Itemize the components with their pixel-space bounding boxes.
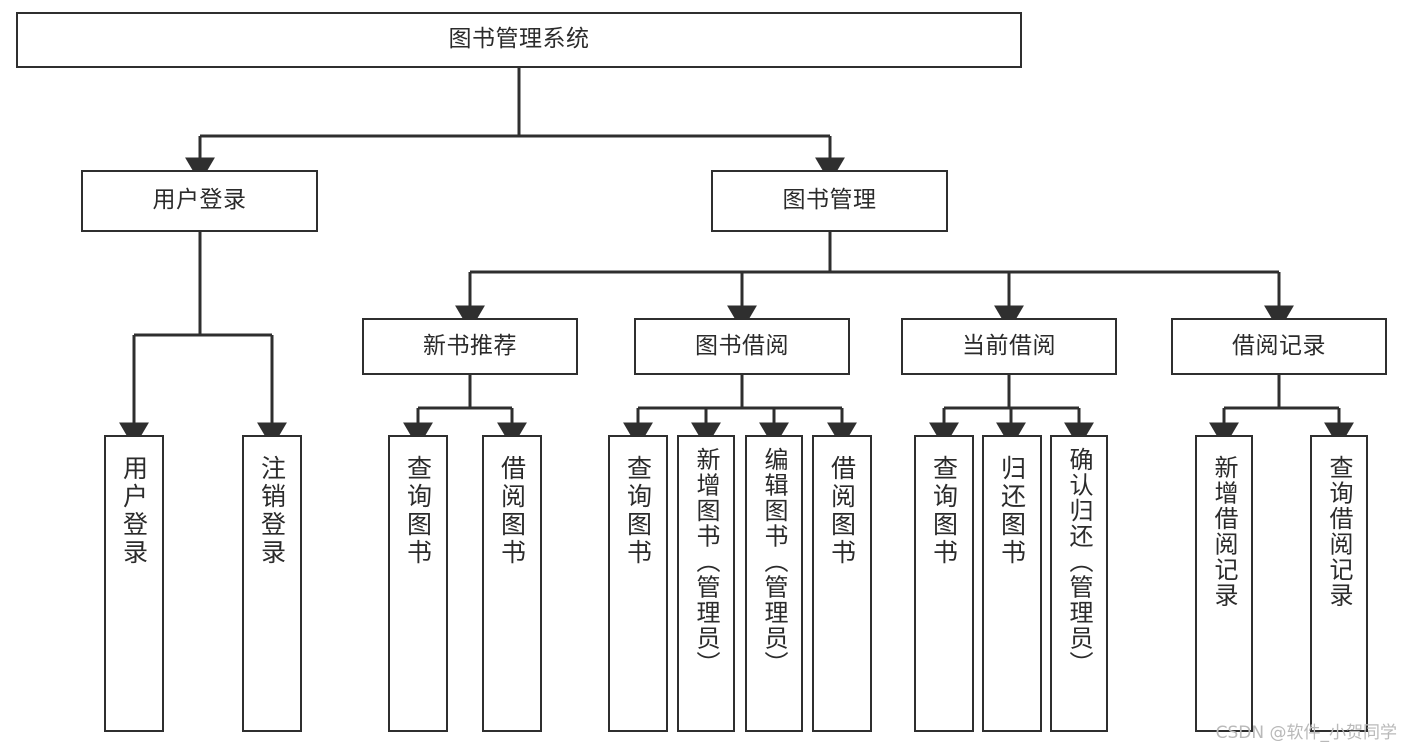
leaf-add-record[interactable]: 新增借阅记录	[1195, 435, 1253, 732]
leaf-query-book-1-label: 查询图书	[403, 455, 433, 567]
leaf-confirm-return[interactable]: 确认归还（管理员）	[1050, 435, 1108, 732]
leaf-add-book-label: 新增图书（管理员）	[692, 447, 720, 677]
leaf-borrow-book-1[interactable]: 借阅图书	[482, 435, 542, 732]
node-new-book-rec-label: 新书推荐	[423, 332, 517, 359]
node-book-manage[interactable]: 图书管理	[711, 170, 948, 232]
node-new-book-rec[interactable]: 新书推荐	[362, 318, 578, 375]
leaf-query-record[interactable]: 查询借阅记录	[1310, 435, 1368, 732]
leaf-return-book-label: 归还图书	[997, 455, 1027, 567]
node-borrow-record-label: 借阅记录	[1232, 332, 1326, 359]
leaf-add-record-label: 新增借阅记录	[1210, 455, 1238, 608]
leaf-logout-label: 注销登录	[257, 455, 287, 567]
leaf-query-record-label: 查询借阅记录	[1325, 455, 1353, 608]
leaf-edit-book-label: 编辑图书（管理员）	[760, 447, 788, 677]
leaf-add-book[interactable]: 新增图书（管理员）	[677, 435, 735, 732]
watermark-text: CSDN @软件_小贺同学	[1215, 723, 1397, 743]
leaf-return-book[interactable]: 归还图书	[982, 435, 1042, 732]
leaf-user-login[interactable]: 用户登录	[104, 435, 164, 732]
leaf-borrow-book-2[interactable]: 借阅图书	[812, 435, 872, 732]
leaf-borrow-book-1-label: 借阅图书	[497, 455, 527, 567]
node-root[interactable]: 图书管理系统	[16, 12, 1022, 68]
node-root-label: 图书管理系统	[448, 26, 590, 53]
leaf-query-book-3-label: 查询图书	[929, 455, 959, 567]
leaf-query-book-2-label: 查询图书	[623, 455, 653, 567]
node-current-borrow[interactable]: 当前借阅	[901, 318, 1117, 375]
node-user-login[interactable]: 用户登录	[81, 170, 318, 232]
leaf-borrow-book-2-label: 借阅图书	[827, 455, 857, 567]
leaf-confirm-return-label: 确认归还（管理员）	[1065, 447, 1093, 677]
node-user-login-label: 用户登录	[152, 187, 247, 214]
leaf-logout[interactable]: 注销登录	[242, 435, 302, 732]
leaf-user-login-label: 用户登录	[119, 455, 149, 567]
node-book-manage-label: 图书管理	[782, 187, 877, 214]
leaf-query-book-2[interactable]: 查询图书	[608, 435, 668, 732]
leaf-query-book-1[interactable]: 查询图书	[388, 435, 448, 732]
node-book-borrow-label: 图书借阅	[695, 332, 789, 359]
node-borrow-record[interactable]: 借阅记录	[1171, 318, 1387, 375]
node-current-borrow-label: 当前借阅	[962, 332, 1056, 359]
leaf-query-book-3[interactable]: 查询图书	[914, 435, 974, 732]
node-book-borrow[interactable]: 图书借阅	[634, 318, 850, 375]
leaf-edit-book[interactable]: 编辑图书（管理员）	[745, 435, 803, 732]
